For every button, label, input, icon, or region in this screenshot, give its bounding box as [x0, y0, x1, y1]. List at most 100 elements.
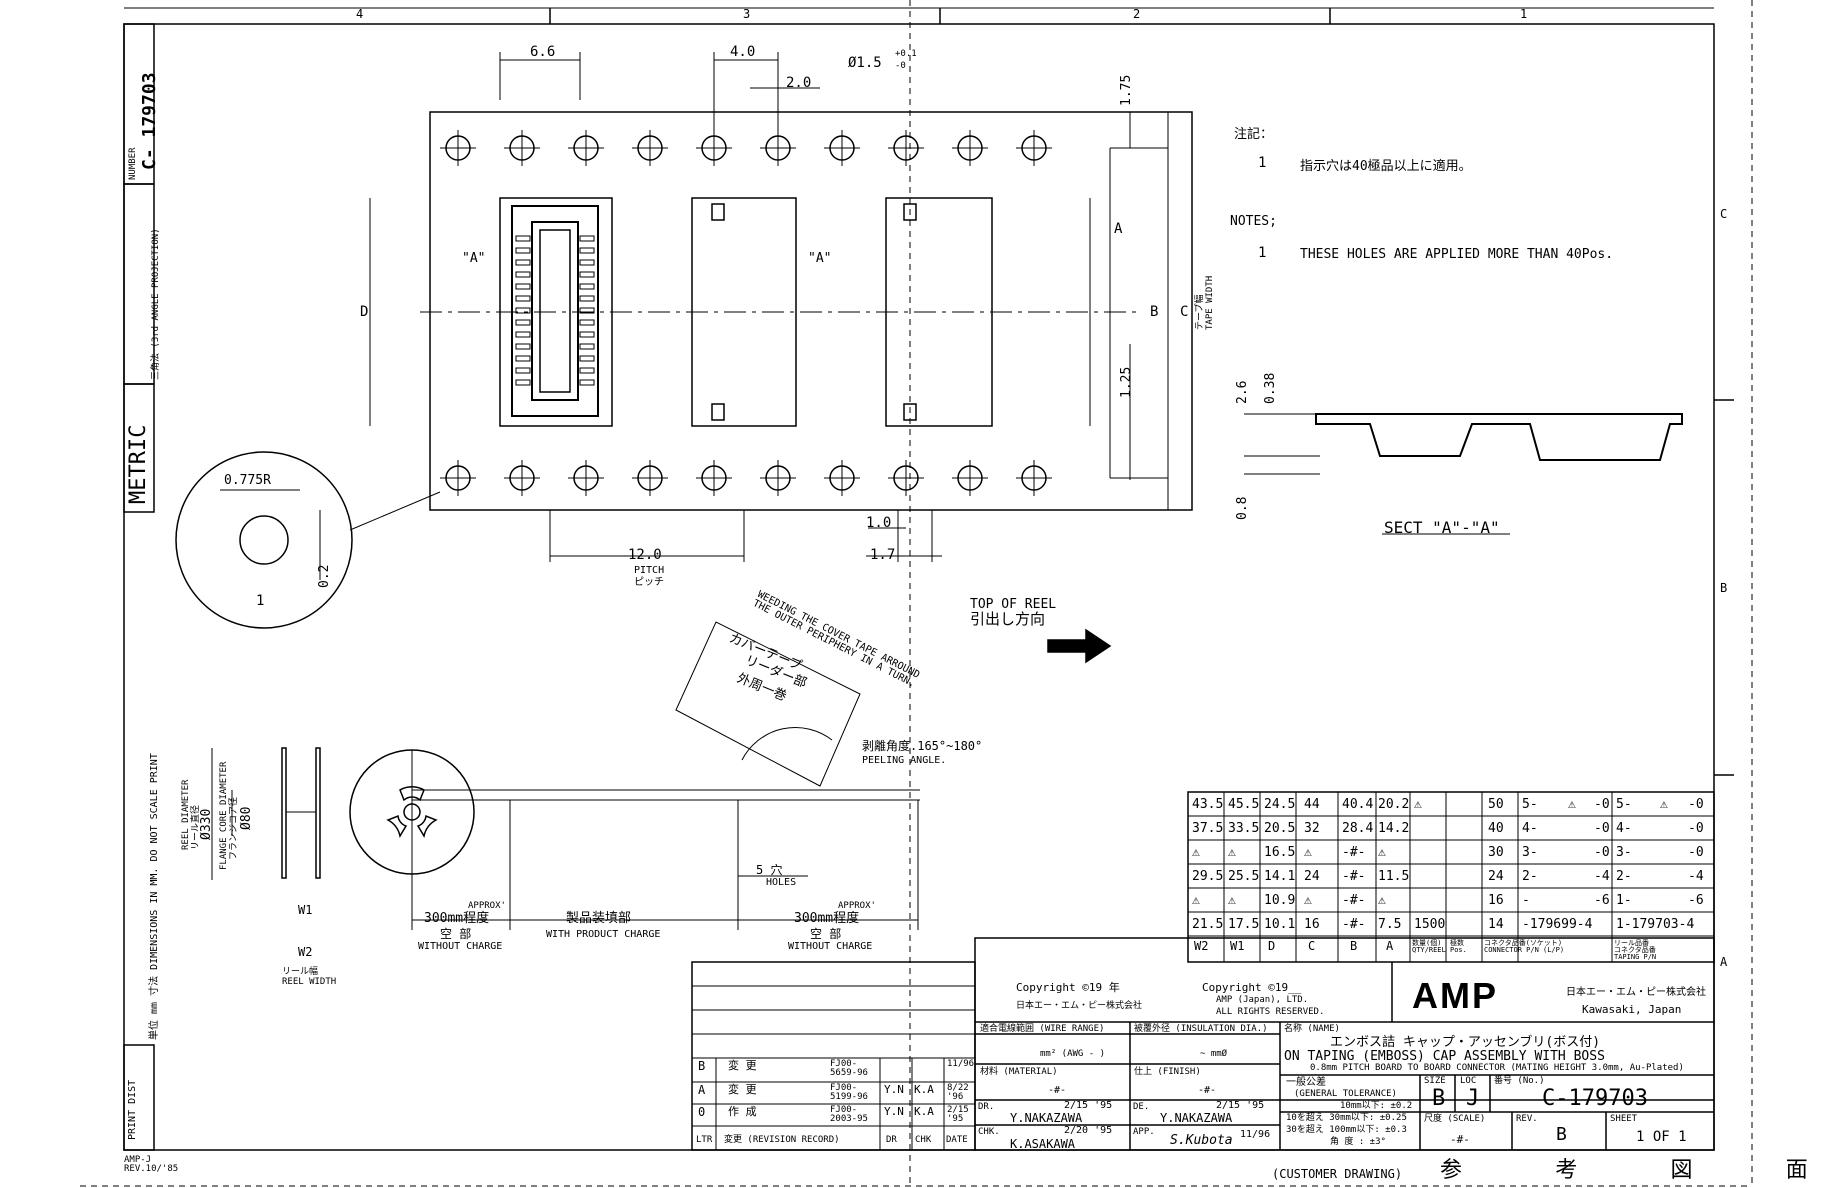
- sprocket-hole: [568, 460, 604, 496]
- config-cell: -6: [1688, 893, 1704, 908]
- name-ja: エンボス詰 キャップ・アッセンブリ(ボス付): [1330, 1035, 1601, 1050]
- material-value: -#-: [1048, 1085, 1067, 1096]
- revision-cell: A: [698, 1083, 706, 1097]
- config-header: W1: [1230, 939, 1245, 953]
- dim-12-0: 12.0: [628, 547, 662, 563]
- config-cell: ⚠: [1228, 893, 1236, 908]
- connector-pin-right: [579, 307, 595, 314]
- notes-en-title: NOTES;: [1230, 214, 1277, 229]
- rev-header-chk: CHK: [915, 1135, 932, 1145]
- dim-hole-dia: Ø1.5: [848, 55, 882, 71]
- dim-2-0: 2.0: [786, 75, 812, 91]
- config-header: W2: [1194, 939, 1209, 953]
- config-header: コネクタ品番(ソケット) CONNECTOR P/N (L/P): [1484, 939, 1565, 954]
- sprocket-hole: [568, 130, 604, 166]
- rev-header-ltr: LTR: [696, 1135, 713, 1145]
- empty-ja-1: 空 部: [440, 927, 472, 941]
- sprocket-hole: [888, 460, 924, 496]
- notes-en-text: THESE HOLES ARE APPLIED MORE THAN 40Pos.: [1300, 247, 1614, 262]
- dim-6-6: 6.6: [530, 44, 556, 60]
- section-profile: [1315, 413, 1683, 461]
- product-ja: 製品装填部: [566, 911, 632, 926]
- config-cell: -0: [1688, 821, 1704, 836]
- config-cell: 16.5: [1264, 845, 1296, 860]
- copyright-1-sub: 日本エー・エム・ピー株式会社: [1016, 1001, 1143, 1011]
- connector-pin-left: [515, 283, 531, 290]
- config-table-grid: [1187, 791, 1715, 963]
- connector-pin-left: [515, 355, 531, 362]
- config-cell: ⚠: [1304, 845, 1312, 860]
- sect-dim-0-8: 0.8: [1235, 496, 1250, 520]
- config-cell: 43.5: [1192, 797, 1224, 812]
- connector-pin-left: [515, 271, 531, 278]
- zone-top-4: 4: [356, 7, 364, 21]
- sprocket-hole: [824, 130, 860, 166]
- config-cell: 24.5: [1264, 797, 1296, 812]
- config-cell: -#-: [1342, 917, 1366, 932]
- config-cell: 40: [1488, 821, 1504, 836]
- connector-pin-right: [579, 319, 595, 326]
- config-cell: 10.1: [1264, 917, 1296, 932]
- reel-dia-en: REEL DIAMETER: [181, 779, 191, 850]
- dim-1-7: 1.7: [870, 547, 896, 563]
- chk-label: CHK.: [978, 1127, 1000, 1137]
- flange-en: FLANGE CORE DIAMETER: [219, 761, 229, 870]
- dim-1-75: 1.75: [1119, 74, 1134, 106]
- peeling-en: PEELING ANGLE.: [862, 755, 947, 766]
- tolerance-3: 30を超え 100mm以下: ±0.3: [1286, 1125, 1407, 1135]
- revision-cell: FJ00- 2003-95: [830, 1105, 868, 1124]
- zone-top-2: 2: [1133, 7, 1141, 21]
- without-charge-2: WITHOUT CHARGE: [788, 941, 873, 952]
- drawing-number-side: C- 179703: [139, 72, 160, 170]
- material-label: 材料 (MATERIAL): [980, 1067, 1058, 1077]
- config-cell: 45.5: [1228, 797, 1260, 812]
- connector-pin-left: [515, 235, 531, 242]
- zone-right-a: A: [1720, 955, 1728, 969]
- without-charge-1: WITHOUT CHARGE: [418, 941, 503, 952]
- config-cell: ⚠: [1378, 893, 1386, 908]
- finish-label: 仕上 (FINISH): [1134, 1067, 1201, 1077]
- approx-1: APPROX': [468, 901, 506, 911]
- connector-pins: [515, 235, 595, 386]
- dim-4-0: 4.0: [730, 44, 756, 60]
- approx-2-len: 300mm程度: [794, 911, 860, 926]
- config-header: C: [1308, 939, 1316, 953]
- de-label: DE.: [1133, 1102, 1150, 1112]
- config-cell: ⚠: [1192, 893, 1200, 908]
- notes-ja-title: 注記：: [1234, 127, 1274, 142]
- copyright-2: Copyright ©19__: [1202, 981, 1302, 994]
- tolerance-sub: (GENERAL TOLERANCE): [1294, 1089, 1397, 1099]
- config-cell: 3-: [1522, 845, 1538, 860]
- carrier-tape: [429, 111, 1193, 511]
- reel-width-ja: リール幅: [282, 967, 319, 977]
- app-label: APP.: [1133, 1127, 1155, 1137]
- config-cell: 5-: [1522, 797, 1538, 812]
- config-cell: 14: [1488, 917, 1504, 932]
- config-cell: 32: [1304, 821, 1320, 836]
- sprocket-hole: [696, 130, 732, 166]
- company-logo: AMP: [1412, 975, 1498, 1016]
- dim-hole-tol-plus: +0.1: [895, 49, 917, 59]
- pitch-en: PITCH: [634, 565, 665, 576]
- connector-pin-left: [515, 343, 531, 350]
- config-cell: 4-: [1616, 821, 1632, 836]
- config-header: リール品番 コネクタ品番 TAPING P/N: [1614, 939, 1657, 961]
- config-cell: 28.4: [1342, 821, 1374, 836]
- config-header: A: [1386, 939, 1394, 953]
- config-cell: 1500: [1414, 917, 1446, 932]
- detail-dim: 0.2: [317, 564, 332, 588]
- dim-1-25: 1.25: [1119, 366, 1134, 398]
- config-cell: -6: [1594, 893, 1610, 908]
- config-header: B: [1350, 939, 1358, 953]
- config-cell: 2-: [1522, 869, 1538, 884]
- connector-pin-right: [579, 331, 595, 338]
- connector-pin-left: [515, 307, 531, 314]
- config-cell: 17.5: [1228, 917, 1260, 932]
- config-cell: -4: [1594, 869, 1610, 884]
- connector-pin-right: [579, 271, 595, 278]
- config-cell: 11.5: [1378, 869, 1410, 884]
- flange-ja: フランジコア径: [229, 796, 239, 860]
- config-cell: -0: [1688, 797, 1704, 812]
- revision-cell: Y.N: [884, 1083, 904, 1096]
- connector-pin-right: [579, 283, 595, 290]
